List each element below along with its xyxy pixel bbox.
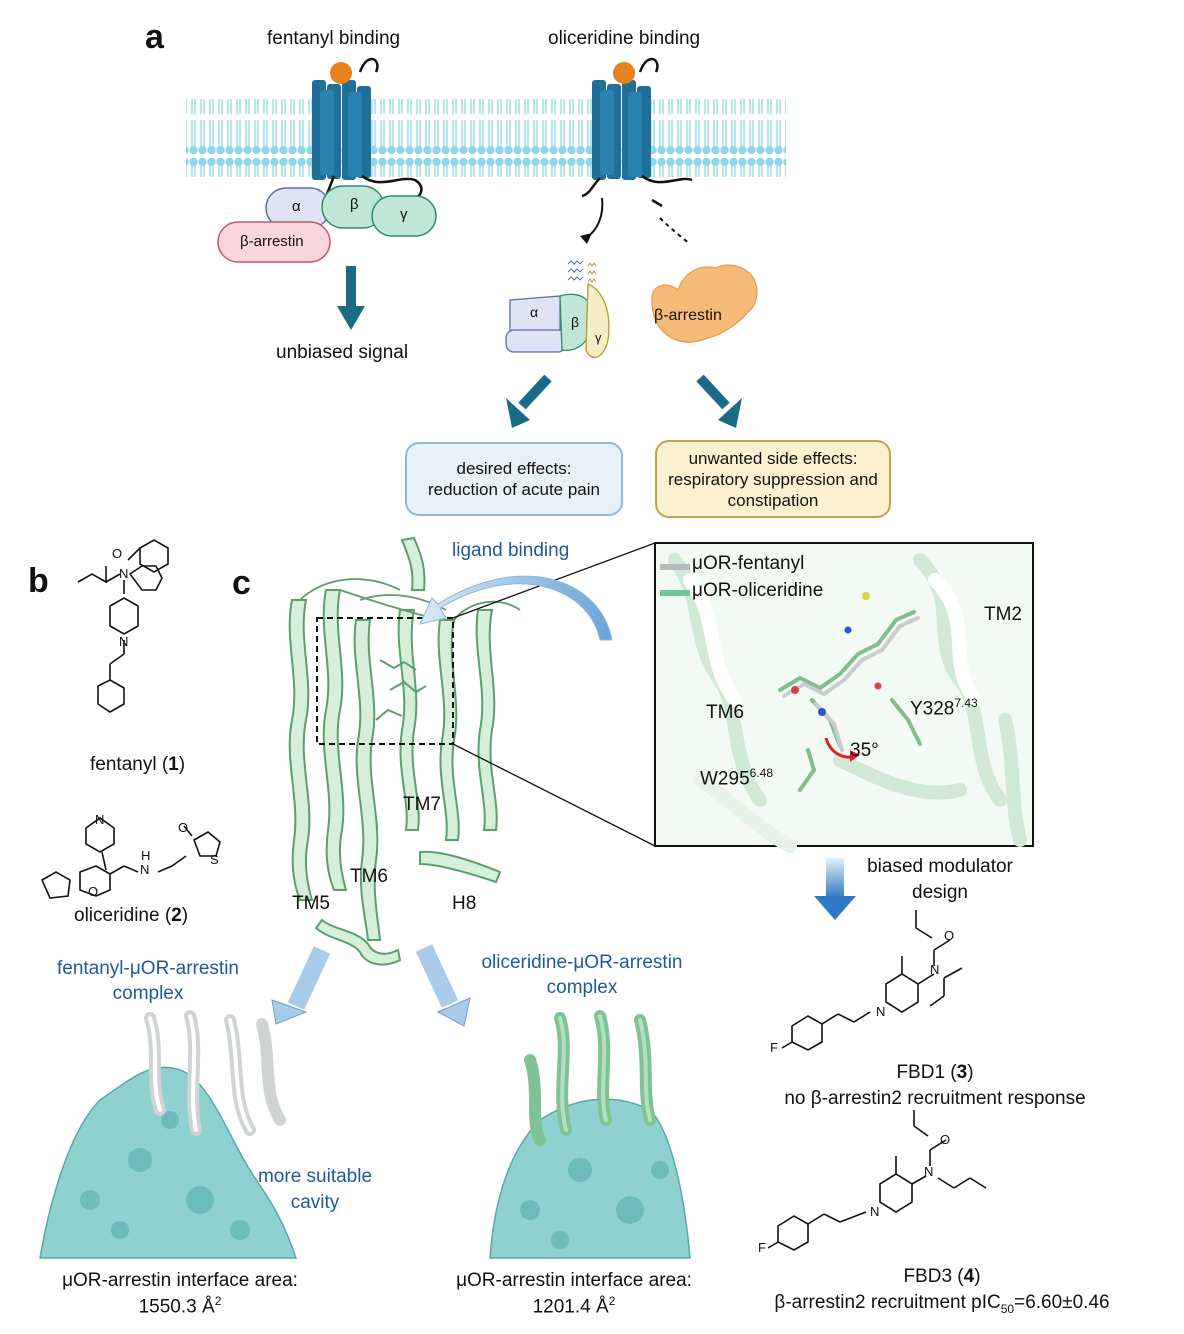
unwanted-effects-box: unwanted side effects: respiratory suppr… xyxy=(655,440,891,518)
legend-bar-fentanyl xyxy=(660,564,690,570)
beta-subunit-label: β xyxy=(350,196,359,213)
fentanyl-name: fentanyl (1) xyxy=(90,754,186,775)
arrow-unbiased xyxy=(337,266,365,330)
h8-label: H8 xyxy=(452,893,477,914)
fbd1-structure xyxy=(781,910,963,1051)
receptor-fentanyl xyxy=(312,57,423,200)
oliceridine-complex-label: oliceridine-μOR-arrestin complex xyxy=(481,952,683,998)
oliceridine-ring-o: O xyxy=(88,884,99,899)
fbd3-carbonyl-o: O xyxy=(940,1132,951,1147)
alpha-label-right: α xyxy=(530,304,539,320)
arrow-desired xyxy=(506,374,552,428)
fbd1-label: FBD1 (3) no β-arrestin2 recruitment resp… xyxy=(784,1062,1086,1109)
fbd1-carbonyl-o: O xyxy=(944,928,955,943)
tm5-label: TM5 xyxy=(292,893,330,914)
g-protein-arrestin-complex xyxy=(217,185,437,263)
angle-label: 35° xyxy=(850,740,879,761)
unwanted-effects-line2: respiratory suppression and xyxy=(668,469,878,489)
ligand-binding-arrow xyxy=(419,575,613,641)
unbiased-signal-label: unbiased signal xyxy=(276,342,409,363)
fbd3-label: FBD3 (4) β-arrestin2 recruitment pIC50=6… xyxy=(774,1266,1110,1316)
oliceridine-amine-n: N xyxy=(140,862,150,877)
fentanyl-amide-n: N xyxy=(119,566,129,581)
fbd1-piperidine-n: N xyxy=(876,1004,886,1019)
panel-b-letter: b xyxy=(28,562,49,600)
desired-effects-line1: desired effects: xyxy=(456,459,572,478)
fentanyl-piperidine-n: N xyxy=(119,634,129,649)
fentanyl-structure xyxy=(77,539,169,713)
beta-label-right: β xyxy=(571,314,580,330)
fentanyl-interface-area: μOR-arrestin interface area: 1550.3 Å2 xyxy=(62,1270,298,1318)
oliceridine-name: oliceridine (2) xyxy=(74,905,189,926)
beta-arrestin-label-left: β-arrestin xyxy=(240,233,304,250)
fentanyl-binding-label: fentanyl binding xyxy=(267,28,401,49)
arrow-to-oliceridine-complex xyxy=(415,944,471,1027)
biased-modulator-label: biased modulator design xyxy=(867,856,1013,903)
oliceridine-structure xyxy=(40,817,221,899)
tm6-inset-label: TM6 xyxy=(706,702,744,723)
tm6-label: TM6 xyxy=(350,866,388,887)
fbd3-piperidine-n: N xyxy=(870,1204,880,1219)
binding-pocket-box xyxy=(316,617,454,745)
tm7-label: TM7 xyxy=(403,794,441,815)
fentanyl-carbonyl-o: O xyxy=(112,546,123,561)
oliceridine-binding-label: oliceridine binding xyxy=(548,28,701,49)
fbd1-fluorine: F xyxy=(770,1040,778,1055)
gamma-subunit-label: γ xyxy=(400,206,408,223)
y328-label: Y3287.43 xyxy=(910,696,978,720)
legend-fentanyl: μOR-fentanyl xyxy=(692,553,805,574)
panel-c-letter: c xyxy=(232,564,251,602)
fbd3-fluorine: F xyxy=(758,1240,766,1255)
oliceridine-complex-render xyxy=(489,1010,691,1259)
fentanyl-complex-render xyxy=(39,1010,298,1259)
alpha-subunit-label: α xyxy=(292,198,301,215)
receptor-oliceridine xyxy=(581,57,693,198)
unwanted-effects-line1: unwanted side effects: xyxy=(688,448,858,468)
biased-arrow-shaft xyxy=(826,858,844,898)
ligand-sticks xyxy=(375,659,427,721)
ligand-binding-label: ligand binding xyxy=(452,540,570,561)
panel-a-letter: a xyxy=(145,18,164,56)
inset-helices xyxy=(668,553,1027,853)
fbd1-amide-n: N xyxy=(930,962,940,977)
unwanted-effects-line3: constipation xyxy=(727,490,819,510)
oliceridine-amine-h: H xyxy=(141,848,151,863)
fbd3-amide-n: N xyxy=(924,1164,934,1179)
cell-membrane xyxy=(186,99,786,177)
gamma-label-right: γ xyxy=(595,330,602,345)
legend-oliceridine: μOR-oliceridine xyxy=(692,580,824,601)
desired-effects-box: desired effects: reduction of acute pain xyxy=(405,442,623,516)
arrow-to-fentanyl-complex xyxy=(271,946,331,1025)
ribbon-receptor xyxy=(288,536,502,966)
oliceridine-thiophene-s: S xyxy=(210,852,219,867)
legend-bar-oliceridine xyxy=(660,590,690,596)
g-protein-heterotrimer xyxy=(505,260,610,359)
oliceridine-pyridine-n: N xyxy=(95,812,105,827)
tm2-label: TM2 xyxy=(984,604,1022,625)
more-suitable-cavity-label: more suitable cavity xyxy=(257,1166,373,1213)
beta-arrestin-blob xyxy=(651,264,758,343)
arrow-unwanted xyxy=(696,374,742,428)
beta-arrestin-label-right: β-arrestin xyxy=(654,307,722,324)
w295-label: W2956.48 xyxy=(700,766,773,790)
desired-effects-line2: reduction of acute pain xyxy=(427,480,600,499)
oliceridine-methoxy-o: O xyxy=(178,820,189,835)
oliceridine-interface-area: μOR-arrestin interface area: 1201.4 Å2 xyxy=(456,1270,692,1318)
fentanyl-complex-label: fentanyl-μOR-arrestin complex xyxy=(56,958,239,1004)
fbd3-structure xyxy=(767,1110,987,1251)
